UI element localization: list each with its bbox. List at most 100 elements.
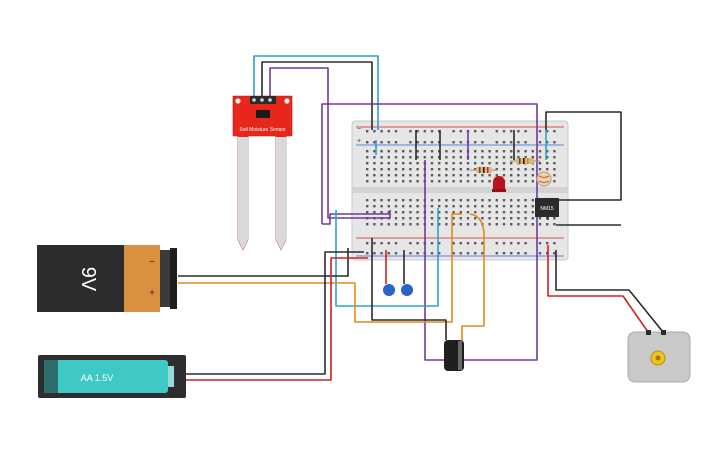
- breadboard-hole[interactable]: [517, 156, 520, 159]
- breadboard-hole[interactable]: [438, 174, 441, 177]
- breadboard-hole[interactable]: [402, 168, 405, 171]
- breadboard-hole[interactable]: [553, 180, 556, 183]
- breadboard-hole[interactable]: [452, 252, 455, 255]
- breadboard-hole[interactable]: [430, 242, 434, 245]
- breadboard-hole[interactable]: [531, 168, 534, 171]
- breadboard-hole[interactable]: [373, 252, 376, 255]
- breadboard-hole[interactable]: [394, 180, 398, 183]
- breadboard-hole[interactable]: [380, 199, 383, 202]
- breadboard-hole[interactable]: [402, 180, 405, 183]
- breadboard-hole[interactable]: [402, 156, 405, 159]
- breadboard-hole[interactable]: [502, 141, 506, 144]
- breadboard-hole[interactable]: [373, 130, 376, 133]
- breadboard-hole[interactable]: [538, 162, 542, 165]
- breadboard-hole[interactable]: [459, 162, 462, 165]
- electrolytic-capacitor[interactable]: [444, 340, 464, 371]
- breadboard-hole[interactable]: [366, 174, 369, 177]
- breadboard-hole[interactable]: [380, 211, 383, 214]
- breadboard-hole[interactable]: [517, 141, 520, 144]
- breadboard-hole[interactable]: [438, 168, 441, 171]
- breadboard-hole[interactable]: [538, 130, 542, 133]
- breadboard-hole[interactable]: [373, 156, 376, 159]
- breadboard-hole[interactable]: [502, 168, 506, 171]
- breadboard-hole[interactable]: [366, 242, 369, 245]
- breadboard-hole[interactable]: [430, 205, 434, 208]
- breadboard-hole[interactable]: [510, 162, 513, 165]
- breadboard-hole[interactable]: [409, 205, 412, 208]
- breadboard-hole[interactable]: [502, 211, 506, 214]
- breadboard-hole[interactable]: [466, 223, 470, 226]
- breadboard-hole[interactable]: [445, 180, 448, 183]
- breadboard-hole[interactable]: [459, 174, 462, 177]
- breadboard-hole[interactable]: [459, 205, 462, 208]
- breadboard-hole[interactable]: [466, 242, 470, 245]
- breadboard-hole[interactable]: [488, 156, 491, 159]
- breadboard-hole[interactable]: [510, 150, 513, 153]
- breadboard-hole[interactable]: [430, 180, 434, 183]
- wire-motor-black[interactable]: [555, 250, 664, 333]
- breadboard-hole[interactable]: [474, 174, 477, 177]
- breadboard-hole[interactable]: [380, 156, 383, 159]
- breadboard-hole[interactable]: [524, 156, 527, 159]
- breadboard-hole[interactable]: [387, 156, 390, 159]
- breadboard-hole[interactable]: [366, 223, 369, 226]
- breadboard-hole[interactable]: [510, 205, 513, 208]
- breadboard-hole[interactable]: [430, 162, 434, 165]
- breadboard-hole[interactable]: [466, 162, 470, 165]
- breadboard-hole[interactable]: [402, 205, 405, 208]
- breadboard-hole[interactable]: [553, 162, 556, 165]
- breadboard-hole[interactable]: [474, 150, 477, 153]
- breadboard-hole[interactable]: [488, 174, 491, 177]
- breadboard-hole[interactable]: [481, 205, 484, 208]
- breadboard-hole[interactable]: [502, 242, 506, 245]
- breadboard-hole[interactable]: [538, 141, 542, 144]
- breadboard-hole[interactable]: [416, 141, 419, 144]
- breadboard-hole[interactable]: [387, 211, 390, 214]
- breadboard-hole[interactable]: [416, 223, 419, 226]
- breadboard-hole[interactable]: [387, 168, 390, 171]
- breadboard-hole[interactable]: [452, 180, 455, 183]
- breadboard-hole[interactable]: [394, 162, 398, 165]
- breadboard-hole[interactable]: [445, 156, 448, 159]
- breadboard-hole[interactable]: [510, 217, 513, 220]
- breadboard-hole[interactable]: [409, 211, 412, 214]
- breadboard-hole[interactable]: [510, 180, 513, 183]
- breadboard-hole[interactable]: [438, 162, 441, 165]
- breadboard-hole[interactable]: [366, 180, 369, 183]
- breadboard-hole[interactable]: [474, 205, 477, 208]
- wire-sensor-gnd[interactable]: [261, 61, 373, 130]
- breadboard-hole[interactable]: [517, 130, 520, 133]
- breadboard-hole[interactable]: [531, 150, 534, 153]
- breadboard-hole[interactable]: [409, 242, 412, 245]
- breadboard-hole[interactable]: [459, 168, 462, 171]
- breadboard-hole[interactable]: [394, 141, 398, 144]
- breadboard-hole[interactable]: [502, 199, 506, 202]
- breadboard-hole[interactable]: [474, 156, 477, 159]
- breadboard-hole[interactable]: [445, 174, 448, 177]
- breadboard-hole[interactable]: [524, 242, 527, 245]
- breadboard-hole[interactable]: [445, 150, 448, 153]
- breadboard-hole[interactable]: [466, 168, 470, 171]
- breadboard-hole[interactable]: [387, 174, 390, 177]
- breadboard-hole[interactable]: [538, 242, 542, 245]
- breadboard-hole[interactable]: [452, 217, 455, 220]
- breadboard-hole[interactable]: [502, 130, 506, 133]
- breadboard-hole[interactable]: [495, 168, 498, 171]
- breadboard-hole[interactable]: [438, 199, 441, 202]
- breadboard-hole[interactable]: [366, 211, 369, 214]
- breadboard-hole[interactable]: [474, 180, 477, 183]
- breadboard-hole[interactable]: [387, 162, 390, 165]
- breadboard-hole[interactable]: [416, 199, 419, 202]
- wire-black-cap[interactable]: [371, 238, 447, 340]
- wire-sensor-vcc[interactable]: [253, 55, 379, 130]
- breadboard-hole[interactable]: [531, 199, 534, 202]
- breadboard-hole[interactable]: [445, 217, 448, 220]
- breadboard-hole[interactable]: [538, 168, 542, 171]
- breadboard-hole[interactable]: [452, 205, 455, 208]
- breadboard-hole[interactable]: [466, 180, 470, 183]
- breadboard-hole[interactable]: [517, 252, 520, 255]
- breadboard-hole[interactable]: [502, 252, 506, 255]
- breadboard-hole[interactable]: [553, 252, 556, 255]
- breadboard-hole[interactable]: [524, 252, 527, 255]
- breadboard-hole[interactable]: [510, 252, 513, 255]
